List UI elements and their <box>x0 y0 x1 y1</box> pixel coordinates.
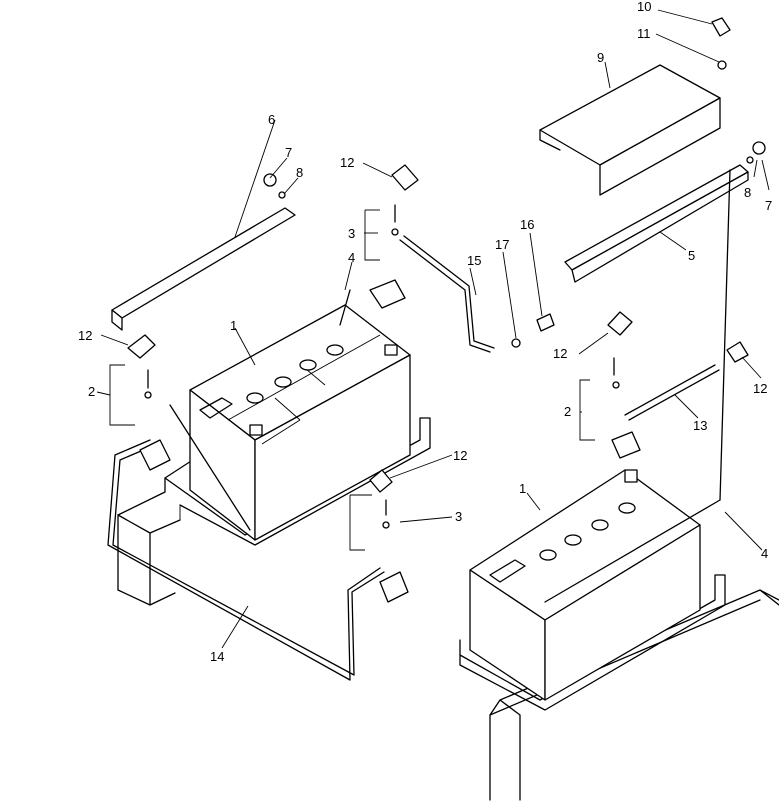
battery-cable-13 <box>624 364 720 421</box>
frame-channel <box>489 589 779 801</box>
battery-cable-15 <box>399 235 495 353</box>
hold-down-bar-right <box>564 164 749 283</box>
callout-12: 12 <box>78 328 92 343</box>
callout-1: 1 <box>230 318 237 333</box>
battery-left <box>189 304 411 541</box>
callout-1: 1 <box>519 481 526 496</box>
callout-labels: 1 1 2 2 3 3 4 4 5 6 7 7 8 8 9 10 11 12 1… <box>78 0 772 664</box>
callout-12: 12 <box>753 381 767 396</box>
terminal-caps <box>127 17 749 493</box>
callout-12: 12 <box>553 346 567 361</box>
callout-15: 15 <box>467 253 481 268</box>
callout-4: 4 <box>348 250 355 265</box>
bolts <box>147 204 615 516</box>
callout-14: 14 <box>210 649 224 664</box>
callout-7: 7 <box>285 145 292 160</box>
callout-3: 3 <box>348 226 355 241</box>
callout-16: 16 <box>520 217 534 232</box>
callout-9: 9 <box>597 50 604 65</box>
callout-3: 3 <box>455 509 462 524</box>
callout-17: 17 <box>495 237 509 252</box>
battery-cable-14 <box>107 439 385 681</box>
callout-5: 5 <box>688 248 695 263</box>
callout-2: 2 <box>88 384 95 399</box>
j-bolt-right <box>544 169 731 603</box>
callout-7: 7 <box>765 198 772 213</box>
hold-down-bar-left <box>111 207 296 331</box>
callout-12: 12 <box>340 155 354 170</box>
callout-4: 4 <box>761 546 768 561</box>
leader-lines <box>96 9 770 649</box>
callout-2: 2 <box>564 404 571 419</box>
battery-cover <box>539 64 721 196</box>
j-bolt-left <box>169 289 351 531</box>
callout-11: 11 <box>637 26 651 41</box>
nuts-washers <box>144 60 766 529</box>
battery-right <box>469 469 701 701</box>
callout-10: 10 <box>637 0 651 14</box>
callout-8: 8 <box>296 165 303 180</box>
callout-8: 8 <box>744 185 751 200</box>
callout-13: 13 <box>693 418 707 433</box>
callout-6: 6 <box>268 112 275 127</box>
callout-12: 12 <box>453 448 467 463</box>
cable-clamps <box>139 279 641 603</box>
